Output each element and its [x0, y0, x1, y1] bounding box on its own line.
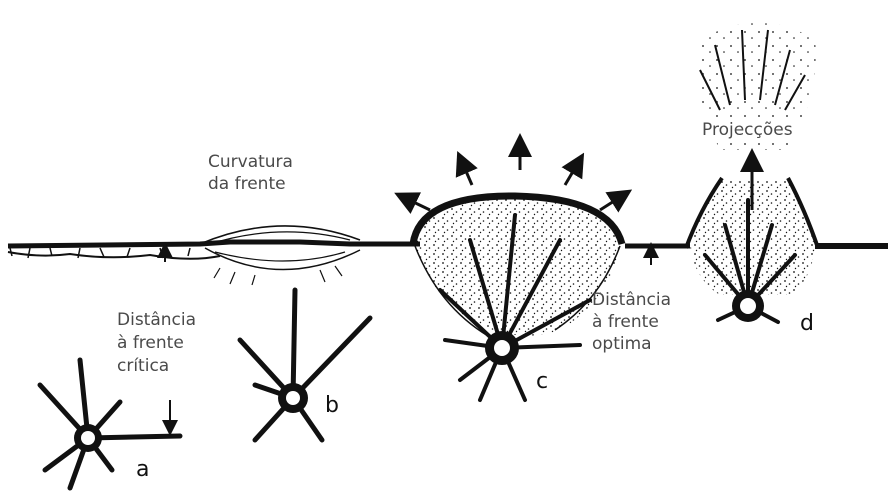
optimal-label-3: optima	[592, 334, 652, 354]
neuron-a	[40, 360, 180, 488]
stage-c-letter: c	[536, 370, 548, 394]
critical-label-1: Distância	[117, 310, 196, 330]
neuron-b	[240, 290, 370, 440]
curvature-bulge	[200, 226, 360, 285]
stage-a-letter: a	[136, 458, 149, 482]
projections-label: Projecções	[700, 120, 795, 140]
critical-label-3: crítica	[117, 356, 169, 376]
curvature-label-2: da frente	[208, 174, 286, 194]
critical-label-2: à frente	[117, 333, 184, 353]
curvature-label-1: Curvatura	[208, 152, 293, 172]
optimal-label-1: Distância	[592, 290, 671, 310]
optimal-label-2: à frente	[592, 312, 659, 332]
stage-b-letter: b	[325, 394, 339, 418]
stage-d-letter: d	[800, 312, 814, 336]
